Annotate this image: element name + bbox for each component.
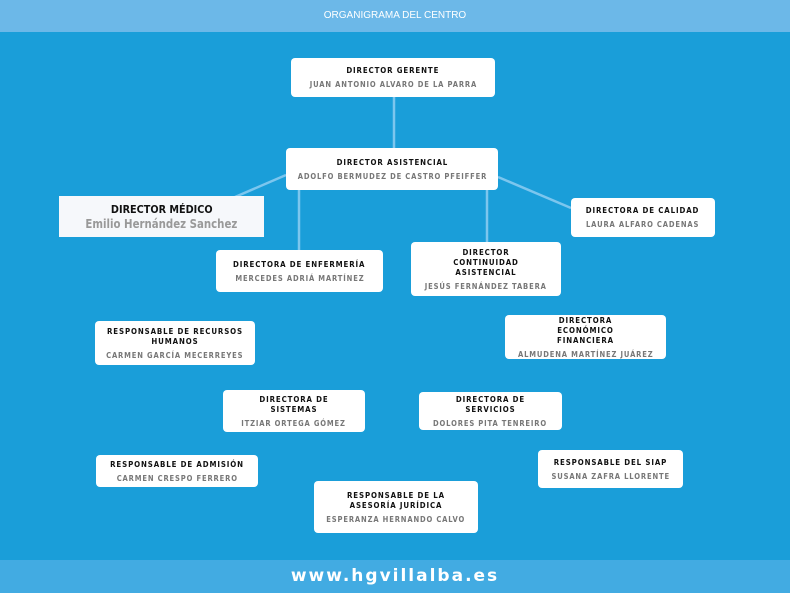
node-name: Emilio Hernández Sanchez <box>85 216 238 231</box>
org-node-directora-servicios[interactable]: DIRECTORA DE SERVICIOS DOLORES PITA TENRE… <box>419 392 562 430</box>
node-name: ALMUDENA MARTÍNEZ JUÁREZ <box>517 349 654 359</box>
node-name: MERCEDES ADRIÁ MARTÍNEZ <box>234 273 365 283</box>
node-title: DIRECTORA DE CALIDAD <box>586 206 700 215</box>
org-node-director-asistencial[interactable]: DIRECTOR ASISTENCIAL ADOLFO BERMUDEZ DE C… <box>286 148 498 190</box>
org-node-recursos-humanos[interactable]: RESPONSABLE DE RECURSOS HUMANOS CARMEN GA… <box>95 321 255 365</box>
node-name: JUAN ANTONIO ALVARO DE LA PARRA <box>309 80 477 89</box>
node-name: CARMEN CRESPO FERRERO <box>116 473 238 483</box>
node-title: DIRECTORA DE ENFERMERÍA <box>233 259 366 269</box>
node-title: DIRECTOR CONTINUIDAD ASISTENCIAL <box>453 247 519 277</box>
node-name: CARMEN GARCÍA MECERREYES <box>106 350 244 360</box>
node-name: ESPERANZA HERNANDO CALVO <box>326 514 466 524</box>
node-name: LAURA ALFARO CADENAS <box>586 220 700 229</box>
org-node-asesoria-juridica[interactable]: RESPONSABLE DE LA ASESORÍA JURÍDICA ESPER… <box>314 481 478 533</box>
node-title: RESPONSABLE DEL SIAP <box>553 457 668 467</box>
connector-line <box>497 175 572 210</box>
node-title: RESPONSABLE DE LA ASESORÍA JURÍDICA <box>347 490 445 510</box>
org-node-economico-financiera[interactable]: DIRECTORA ECONÓMICO FINANCIERA ALMUDENA M… <box>505 315 666 359</box>
org-node-director-gerente[interactable]: DIRECTOR GERENTE JUAN ANTONIO ALVARO DE L… <box>291 58 495 97</box>
footer-url[interactable]: www.hgvillalba.es <box>0 560 790 593</box>
node-title: DIRECTORA DE SISTEMAS <box>259 394 329 414</box>
org-node-directora-calidad[interactable]: DIRECTORA DE CALIDAD LAURA ALFARO CADENAS <box>571 198 715 237</box>
node-name: SUSANA ZAFRA LLORENTE <box>551 471 670 481</box>
org-node-director-continuidad[interactable]: DIRECTOR CONTINUIDAD ASISTENCIAL JESÚS FE… <box>411 242 561 296</box>
page-header: ORGANIGRAMA DEL CENTRO <box>0 0 790 32</box>
org-node-admision[interactable]: RESPONSABLE DE ADMISIÓN CARMEN CRESPO FER… <box>96 455 258 487</box>
org-node-siap[interactable]: RESPONSABLE DEL SIAP SUSANA ZAFRA LLORENT… <box>538 450 683 488</box>
org-node-directora-enfermeria[interactable]: DIRECTORA DE ENFERMERÍA MERCEDES ADRIÁ MA… <box>216 250 383 292</box>
node-title: DIRECTOR MÉDICO <box>110 202 213 216</box>
node-title: DIRECTORA DE SERVICIOS <box>455 394 526 414</box>
node-name: JESÚS FERNÁNDEZ TABERA <box>424 281 548 291</box>
node-name: ITZIAR ORTEGA GÓMEZ <box>241 418 347 428</box>
connector-line <box>234 173 287 199</box>
node-name: ADOLFO BERMUDEZ DE CASTRO PFEIFFER <box>297 171 487 181</box>
node-name: DOLORES PITA TENREIRO <box>433 418 548 428</box>
org-node-directora-sistemas[interactable]: DIRECTORA DE SISTEMAS ITZIAR ORTEGA GÓMEZ <box>223 390 365 432</box>
node-title: DIRECTOR ASISTENCIAL <box>336 157 448 167</box>
node-title: RESPONSABLE DE RECURSOS HUMANOS <box>107 326 243 346</box>
node-title: RESPONSABLE DE ADMISIÓN <box>110 459 244 469</box>
node-title: DIRECTORA ECONÓMICO FINANCIERA <box>557 315 614 345</box>
node-title: DIRECTOR GERENTE <box>346 66 440 75</box>
